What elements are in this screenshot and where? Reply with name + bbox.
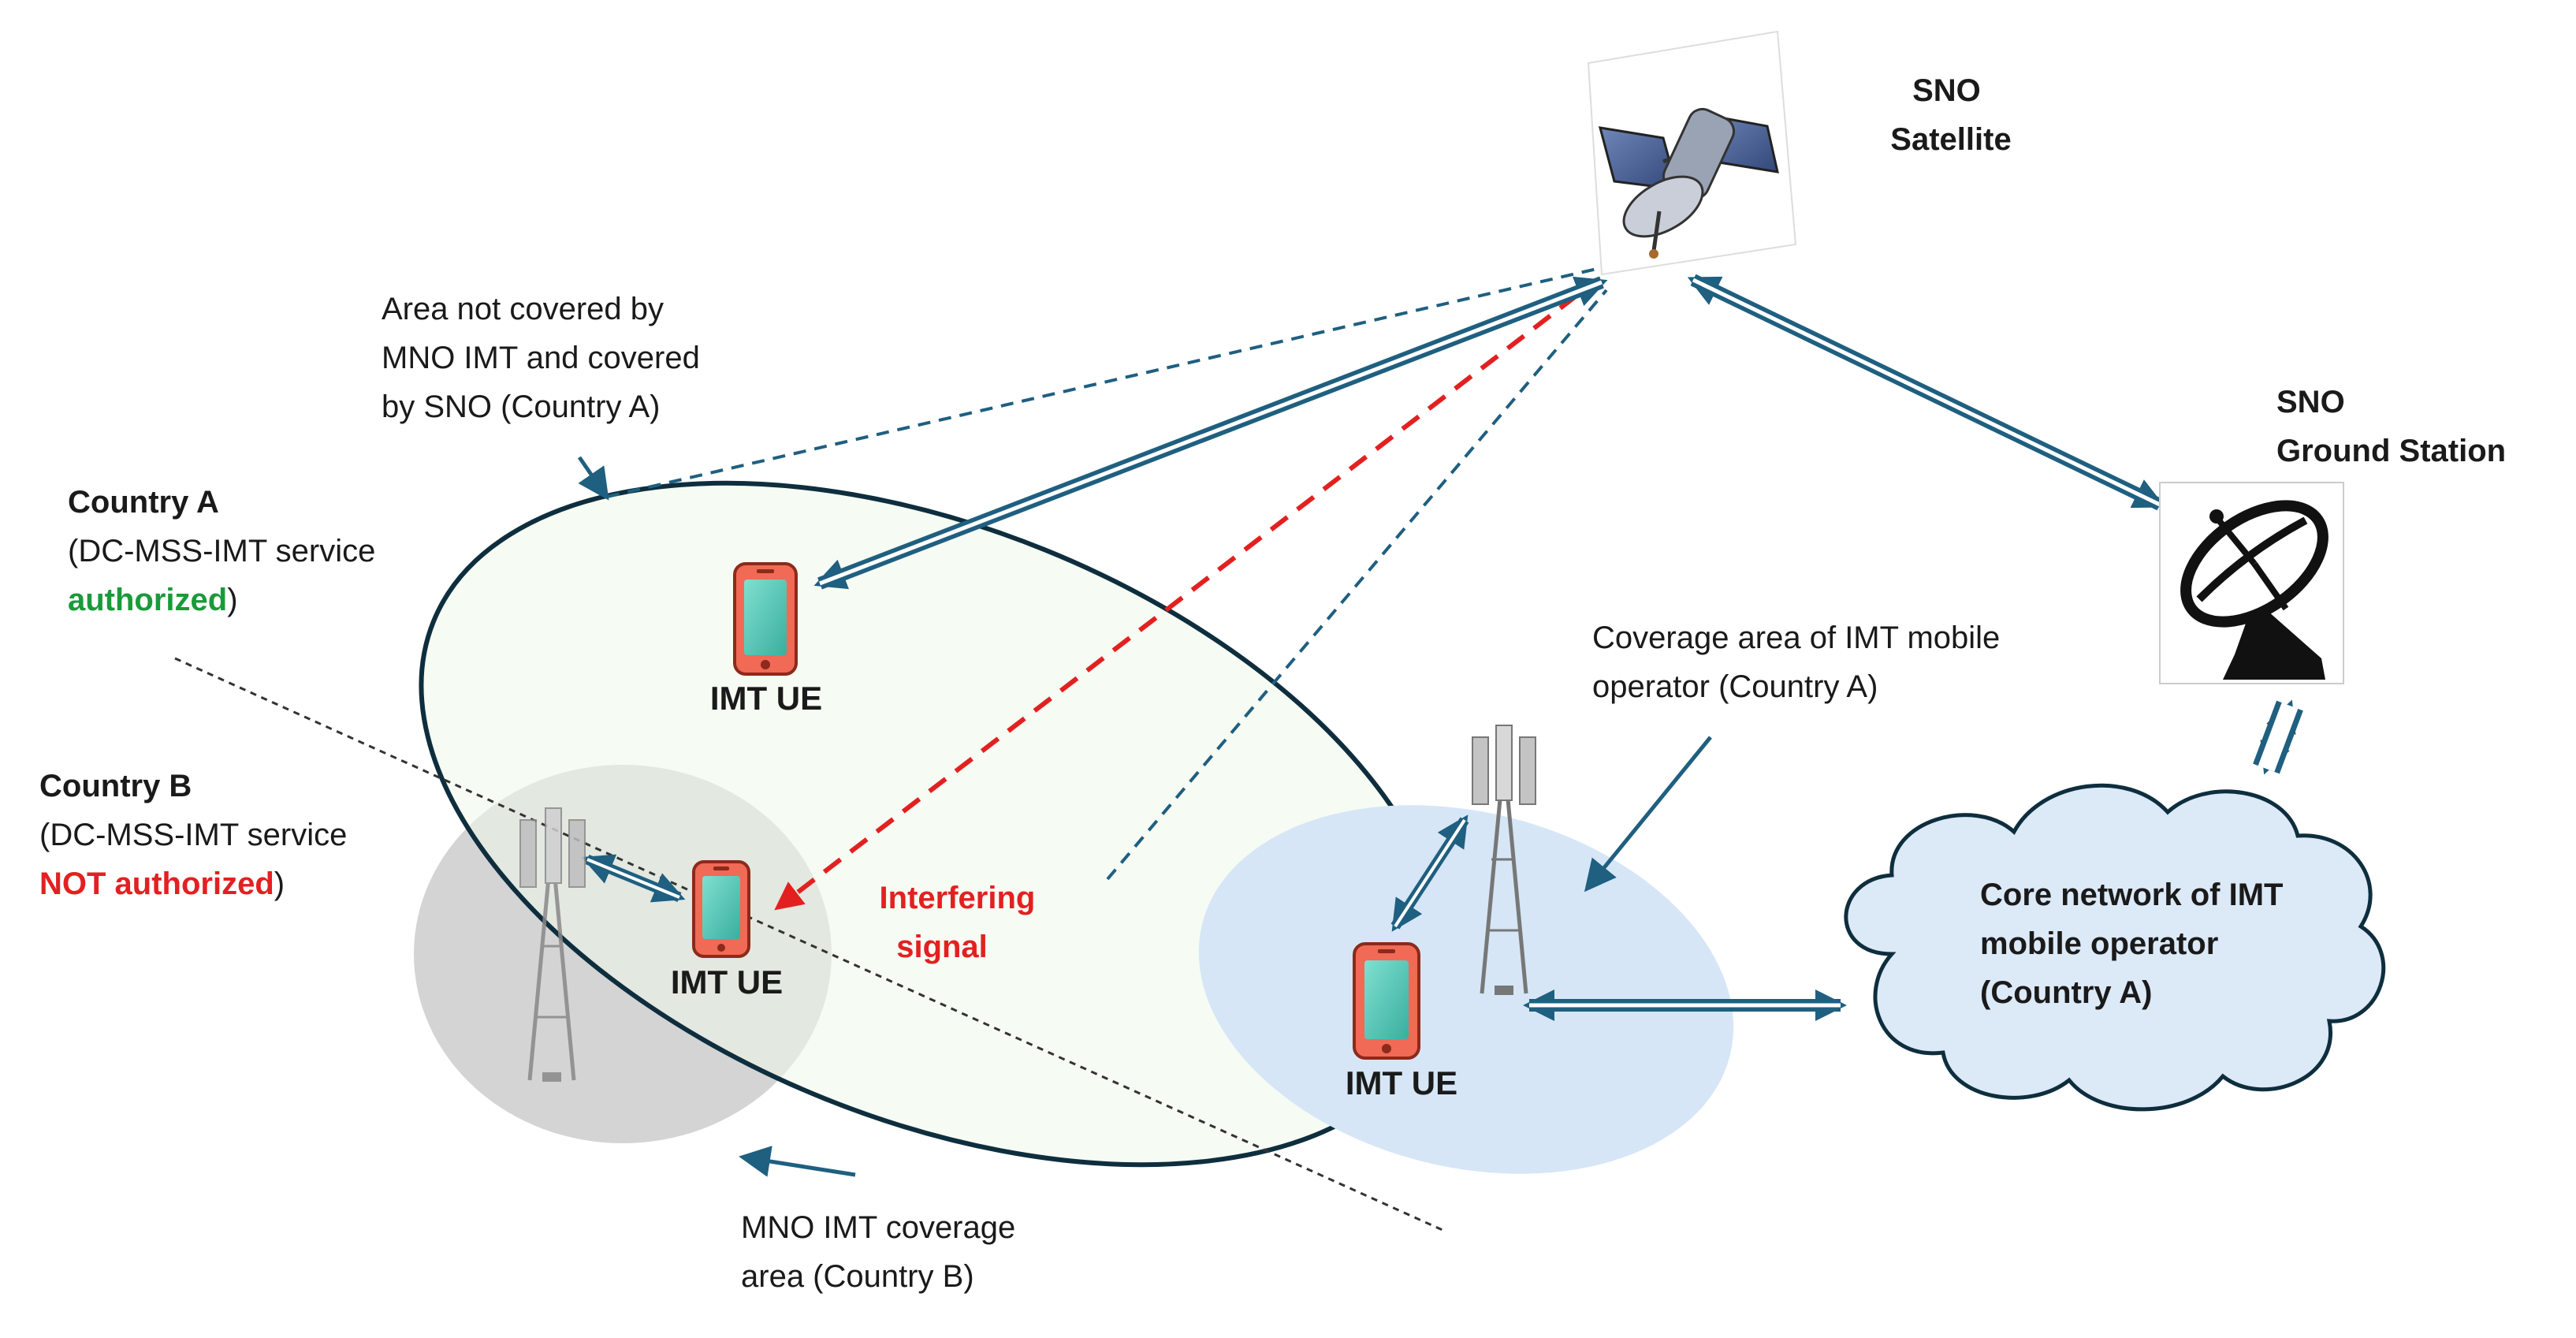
- imt-ue-label: IMT UE: [1346, 1064, 1457, 1101]
- country-a-status: authorized: [68, 583, 227, 617]
- country-b-service-text: (DC-MSS-IMT service: [39, 818, 347, 852]
- satellite-ground-station-link-arrow: [1687, 274, 2166, 511]
- ground-station-core-link-arrow: [2253, 699, 2303, 775]
- pointer-arrow-coverage-country-a: [1584, 736, 1712, 893]
- country-b-status-line: NOT authorized): [39, 867, 285, 901]
- country-a-service-text: (DC-MSS-IMT service: [68, 534, 375, 568]
- imt-ue-label: IMT UE: [671, 963, 783, 1001]
- interfering-signal-label: Interfering signal: [880, 881, 1044, 964]
- country-b-title: Country B: [39, 769, 192, 803]
- core-network-label: Core network of IMT mobile operator (Cou…: [1980, 878, 2292, 1010]
- phone-icon: [692, 860, 750, 958]
- pointer-arrow-area-not-covered: [577, 456, 609, 501]
- cell-tower-icon: [519, 807, 586, 1082]
- country-a-title: Country A: [68, 485, 219, 520]
- imt-ue-label: IMT UE: [710, 680, 822, 717]
- satellite-ue-link-arrow: [813, 276, 1608, 590]
- satellite-icon: [1587, 30, 1797, 276]
- phone-icon: [733, 562, 798, 676]
- coverage-country-a-label: Coverage area of IMT mobile operator (Co…: [1592, 621, 2008, 704]
- pointer-arrow-mno-coverage-country-b: [739, 1146, 856, 1177]
- tower-ue-link-country-a-arrow: [1390, 814, 1469, 932]
- sno-ground-station-label: SNO Ground Station: [2276, 385, 2506, 468]
- area-not-covered-label: Area not covered by MNO IMT and covered …: [382, 292, 709, 424]
- cell-tower-icon: [1472, 725, 1536, 995]
- country-b-status: NOT authorized: [39, 867, 274, 901]
- ground-station-dish-icon: [2159, 482, 2344, 684]
- phone-icon: [1353, 942, 1420, 1060]
- mno-coverage-country-b-label: MNO IMT coverage area (Country B): [741, 1210, 1024, 1294]
- country-a-mno-coverage-area: [1198, 805, 1734, 1174]
- cloud-icon: [1844, 783, 2386, 1112]
- beam-upper-dashed: [606, 266, 1601, 498]
- sno-satellite-label: SNO Satellite: [1890, 73, 2011, 157]
- tower-ue-link-country-b-arrow: [581, 854, 686, 903]
- country-a-status-line: authorized): [68, 583, 238, 617]
